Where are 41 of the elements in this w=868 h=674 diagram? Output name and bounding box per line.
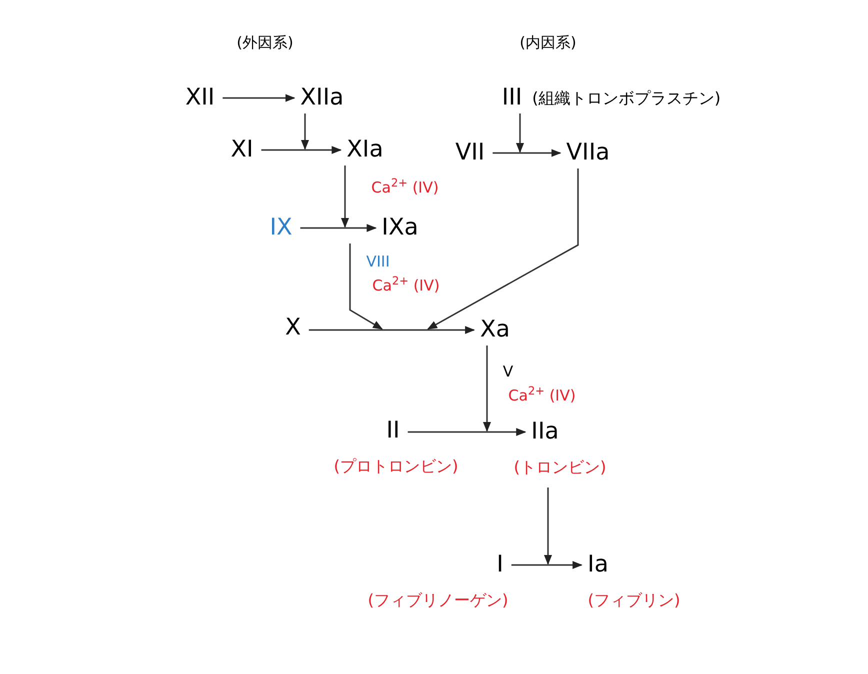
arrow: [408, 428, 526, 436]
arrow: [516, 114, 524, 153]
arrow: [427, 168, 579, 330]
note-label: V: [502, 364, 514, 380]
arrow: [492, 149, 562, 157]
arrow: [483, 346, 491, 432]
arrow: [349, 244, 383, 330]
factor-label: XII: [185, 86, 215, 110]
note-label: Ca$^{2+}$ (IV): [371, 180, 439, 196]
arrow: [308, 326, 476, 334]
arrow: [341, 166, 349, 228]
arrow: [300, 224, 377, 232]
factor-label: Ia: [588, 554, 608, 576]
name-label: (組織トロンボプラスチン): [532, 87, 721, 109]
factor-label: IIa: [531, 420, 559, 444]
name-label: (トロンビン): [514, 456, 606, 478]
arrow: [511, 561, 583, 569]
factor-label: Xa: [480, 318, 510, 342]
factor-label: XIa: [346, 138, 384, 162]
arrow: [544, 488, 552, 565]
note-label: Ca$^{2+}$ (IV): [372, 278, 440, 294]
name-label: (プロトロンビン): [334, 456, 458, 478]
arrow: [261, 146, 342, 154]
factor-label: III: [502, 86, 522, 110]
note-label: (内因系): [520, 36, 576, 50]
arrow: [301, 114, 309, 150]
factor-label: II: [386, 420, 400, 442]
note-label: (外因系): [236, 36, 294, 50]
factor-label: I: [496, 554, 504, 576]
factor-label: X: [285, 316, 301, 340]
factor-label: VII: [455, 142, 485, 164]
arrow: [222, 94, 296, 102]
note-label: Ca$^{2+}$ (IV): [508, 388, 576, 404]
name-label: (フィブリン): [588, 590, 680, 612]
name-label: (フィブリノーゲン): [368, 590, 508, 612]
factor-label: IXa: [382, 216, 418, 240]
factor-label: VIIa: [566, 142, 610, 164]
factor-label: XIIa: [300, 86, 344, 110]
factor-label: IX: [270, 216, 292, 240]
factor-label: XI: [230, 138, 254, 162]
note-label: VIII: [366, 254, 390, 270]
